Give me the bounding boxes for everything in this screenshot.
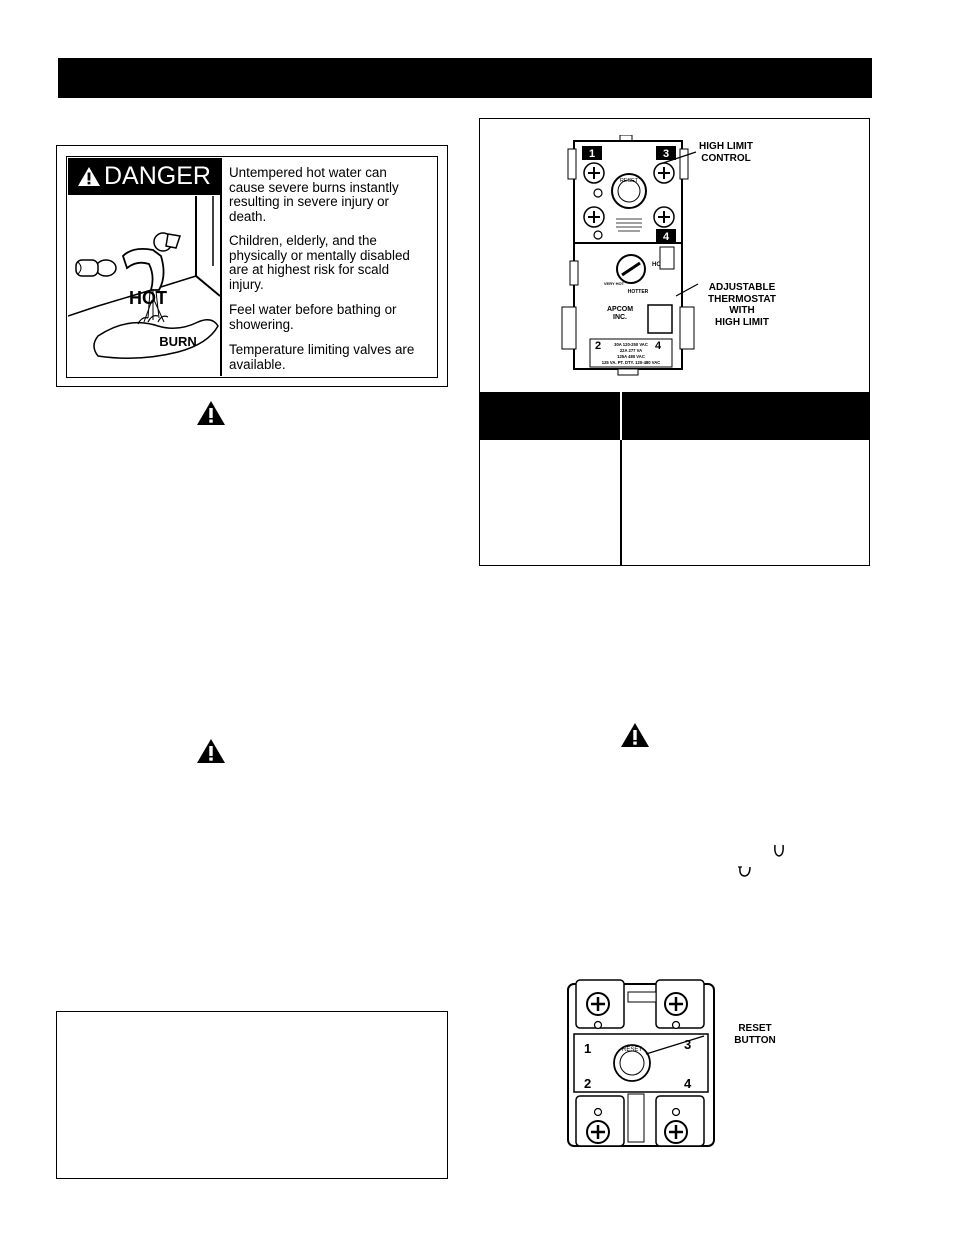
danger-line: available. <box>229 356 286 372</box>
callout-line: HIGH LIMIT <box>699 141 753 152</box>
thermostat-diagram: RESET HOT HOTTER VERY HOT APCOM INC. 30A… <box>561 135 695 376</box>
callout-line: ADJUSTABLE <box>708 282 776 293</box>
danger-line: are at highest risk for scald <box>229 262 390 277</box>
reset-button-diagram: RESET 1 3 2 4 <box>567 979 715 1147</box>
callout-line: RESET <box>738 1023 772 1034</box>
terminal-number: 1 <box>584 1041 591 1056</box>
arc-symbol-icon <box>738 866 751 877</box>
danger-label-frame <box>56 145 448 387</box>
callout-line: THERMOSTAT <box>708 293 776 305</box>
danger-line: resulting in severe injury or <box>229 194 390 209</box>
thermostat-figure-frame <box>479 118 870 566</box>
burn-illustration-text: BURN <box>159 334 197 349</box>
danger-paragraph-2: Children, elderly, and the physically or… <box>229 233 430 292</box>
table-header <box>480 392 869 440</box>
apcom-inc-label: INC. <box>613 314 627 321</box>
reset-text: RESET <box>622 1047 642 1053</box>
warning-triangle-icon <box>78 167 100 186</box>
terminal-number: 4 <box>663 231 670 243</box>
danger-paragraph-4: Temperature limiting valves are availabl… <box>229 342 430 372</box>
danger-line: Untempered hot water can <box>229 165 387 180</box>
terminal-number: 3 <box>663 148 669 160</box>
danger-label <box>66 156 438 378</box>
high-limit-callout: HIGH LIMIT CONTROL <box>688 141 764 164</box>
rating-line: 30A 120-250 VAC <box>614 342 648 347</box>
callout-line: WITH <box>729 305 755 316</box>
danger-line: physically or mentally disabled <box>229 247 410 263</box>
adjustable-thermostat-callout: ADJUSTABLE THERMOSTAT WITH HIGH LIMIT <box>700 282 784 328</box>
terminal-number: 1 <box>589 148 595 160</box>
terminal-number: 2 <box>595 340 601 352</box>
callout-line: CONTROL <box>701 152 751 164</box>
danger-line: injury. <box>229 276 264 292</box>
rating-line: 22A 277 VA <box>620 348 642 353</box>
warning-triangle-icon <box>621 723 649 747</box>
rating-line: 125A 480 VAC <box>617 354 645 359</box>
apcom-label: APCOM <box>607 306 633 313</box>
danger-line: Feel water before bathing or <box>229 302 397 317</box>
danger-paragraph-1: Untempered hot water can cause severe bu… <box>229 165 430 224</box>
terminal-number: 2 <box>584 1076 591 1091</box>
arc-symbol-icon <box>774 844 784 857</box>
table-header-divider <box>620 392 622 440</box>
danger-heading: DANGER <box>68 158 220 195</box>
danger-paragraph-3: Feel water before bathing or showering. <box>229 302 430 332</box>
terminal-number: 4 <box>684 1076 692 1091</box>
callout-lines <box>659 151 699 297</box>
dial-hot-label: HOT <box>652 262 665 268</box>
section-header-bar <box>58 58 872 98</box>
reset-text: RESET <box>620 178 639 184</box>
danger-line: cause severe burns instantly <box>229 179 399 195</box>
danger-line: death. <box>229 208 267 224</box>
reset-button-callout: RESET BUTTON <box>728 1023 782 1046</box>
danger-word: DANGER <box>104 162 211 190</box>
terminal-number: 3 <box>684 1037 691 1052</box>
terminal-number: 4 <box>655 340 662 352</box>
warning-triangle-icon <box>197 739 225 763</box>
dial-hotter-label: HOTTER <box>628 289 649 295</box>
dial-very-hot-label: VERY HOT <box>604 281 625 286</box>
hot-illustration-text: HOT <box>129 288 167 308</box>
danger-line: showering. <box>229 316 294 332</box>
callout-line: BUTTON <box>734 1034 776 1046</box>
scald-illustration: HOT BURN <box>68 196 220 359</box>
danger-divider <box>220 158 222 376</box>
rating-line: 125 VA. PT. DTY. 120-480 VAC <box>602 360 661 365</box>
danger-line: Temperature limiting valves are <box>229 342 415 357</box>
table-column-divider <box>620 440 622 565</box>
notice-box <box>56 1011 448 1179</box>
callout-line: HIGH LIMIT <box>715 316 769 328</box>
warning-triangle-icon <box>197 401 225 425</box>
danger-line: Children, elderly, and the <box>229 233 377 248</box>
